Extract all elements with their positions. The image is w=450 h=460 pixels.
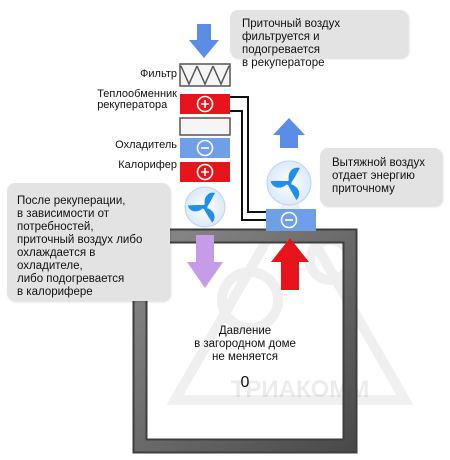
supply-air-callout: Приточный воздух фильтруется и подогрева… — [230, 10, 408, 69]
filter-block — [179, 63, 231, 87]
heat-exchanger-label: Теплообменник рекуператора — [97, 88, 177, 111]
exchanger-connection-lines — [230, 96, 266, 221]
conditioned-air-arrow — [187, 235, 223, 288]
exchanger-cell — [179, 117, 231, 136]
cooler-block — [180, 138, 230, 158]
supply-air-arrow — [189, 24, 219, 58]
pressure-text: Давление в загородном доме не меняется — [194, 325, 296, 363]
pressure-value: 0 — [240, 374, 250, 391]
exhaust-exchanger-block — [266, 209, 316, 231]
cooler-label: Охладитель — [115, 139, 177, 151]
recuperation-callout: После рекуперации, в зависимости от потр… — [7, 183, 170, 301]
exhaust-fan-icon — [266, 160, 312, 206]
house-walls — [132, 228, 358, 454]
heater-block — [180, 162, 230, 182]
exhaust-air-arrow — [273, 118, 305, 148]
heater-label: Калорифер — [118, 159, 177, 171]
house-exhaust-arrow — [271, 238, 309, 290]
supply-fan-icon — [184, 186, 226, 228]
exhaust-air-callout: Вытяжной воздух отдает энергию приточном… — [320, 148, 442, 206]
heat-exchanger-block — [180, 94, 230, 114]
filter-label: Фильтр — [140, 68, 177, 80]
